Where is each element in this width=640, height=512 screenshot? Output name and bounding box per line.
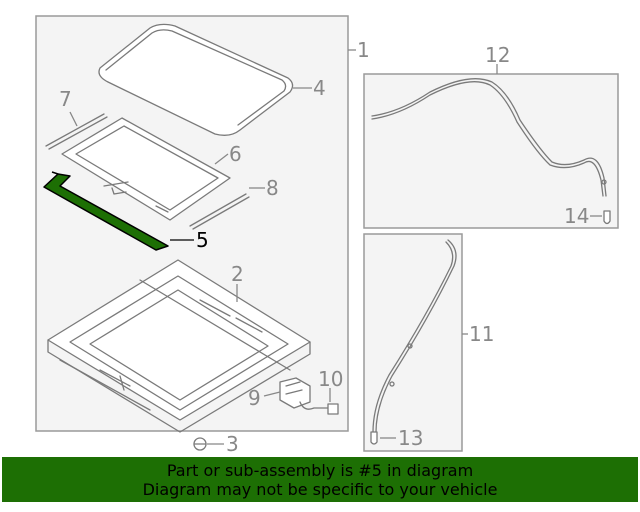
callout-14: 14 [564,204,589,228]
callout-5: 5 [196,228,209,252]
clip-part-13 [370,431,378,445]
leader-9 [263,391,281,397]
drain-hose-part-12 [371,78,607,197]
nut-part-3 [193,437,207,451]
clip-part-14 [603,210,611,225]
callout-2: 2 [231,262,244,286]
leader-6 [214,153,229,165]
callout-4: 4 [313,76,326,100]
callout-9: 9 [248,386,261,410]
harness-part-10 [299,401,339,415]
callout-7: 7 [59,87,72,111]
sunshade-frame-part-6 [61,117,231,221]
leader-7 [69,111,78,127]
rail-part-8 [189,193,250,230]
seal-part-5-highlighted [43,171,169,251]
callout-8: 8 [266,176,279,200]
parts-diagram: 1 4 7 6 8 5 [35,15,619,455]
motor-part-9 [279,377,311,409]
drain-hose-box-12 [363,73,619,229]
drain-hose-part-11 [372,239,457,433]
callout-6: 6 [229,142,242,166]
rail-part-7 [45,113,108,150]
info-banner: Part or sub-assembly is #5 in diagram Di… [2,457,638,502]
sunroof-frame-part-2 [47,259,311,433]
banner-line-2: Diagram may not be specific to your vehi… [142,480,498,499]
callout-10: 10 [318,367,343,391]
callout-13: 13 [398,426,423,450]
callout-12: 12 [485,43,510,67]
callout-1: 1 [357,38,370,62]
callout-3: 3 [226,432,239,455]
glass-panel-part-4 [98,23,294,136]
banner-line-1: Part or sub-assembly is #5 in diagram [166,461,474,480]
callout-11: 11 [469,322,494,346]
